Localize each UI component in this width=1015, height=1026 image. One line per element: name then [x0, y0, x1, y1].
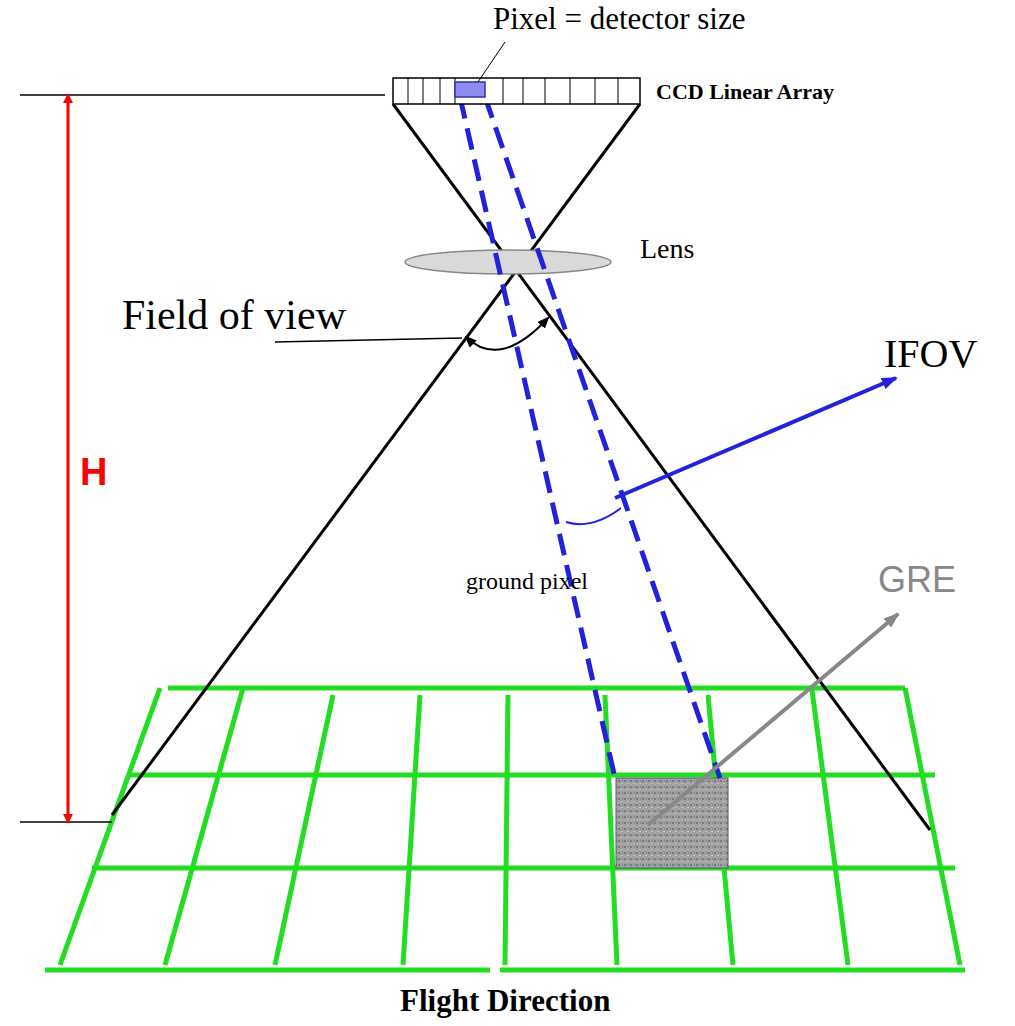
- reference-line: [20, 821, 112, 823]
- ifov-ray: [460, 97, 615, 778]
- ground-pixel-label: ground pixel: [466, 568, 588, 594]
- direction-label: Flight Direction: [400, 984, 610, 1018]
- lens-label: Lens: [640, 234, 694, 265]
- lens: [405, 250, 611, 274]
- leader-line: [478, 42, 505, 82]
- height-arrow: [67, 98, 70, 819]
- gre-label: GRE: [878, 560, 956, 600]
- fov-label: Field of view: [122, 292, 346, 338]
- fov-arc: [466, 318, 548, 350]
- ifov-ray: [485, 97, 720, 778]
- gre-arrow: [648, 614, 898, 825]
- ground-pixel: [616, 778, 728, 868]
- ground-grid: [45, 688, 965, 970]
- fov-line: [112, 104, 640, 815]
- array-label: CCD Linear Array: [656, 80, 834, 104]
- pixel-label: Pixel = detector size: [493, 2, 745, 36]
- ifov-arc: [566, 508, 621, 524]
- height-label: H: [80, 452, 107, 494]
- fov-line: [393, 104, 930, 830]
- leader-line: [275, 338, 462, 342]
- detector-pixel: [455, 82, 485, 97]
- reference-line: [20, 94, 385, 96]
- ifov-label: IFOV: [884, 332, 977, 376]
- ifov-arrow: [615, 378, 896, 498]
- ccd-array: [393, 78, 640, 104]
